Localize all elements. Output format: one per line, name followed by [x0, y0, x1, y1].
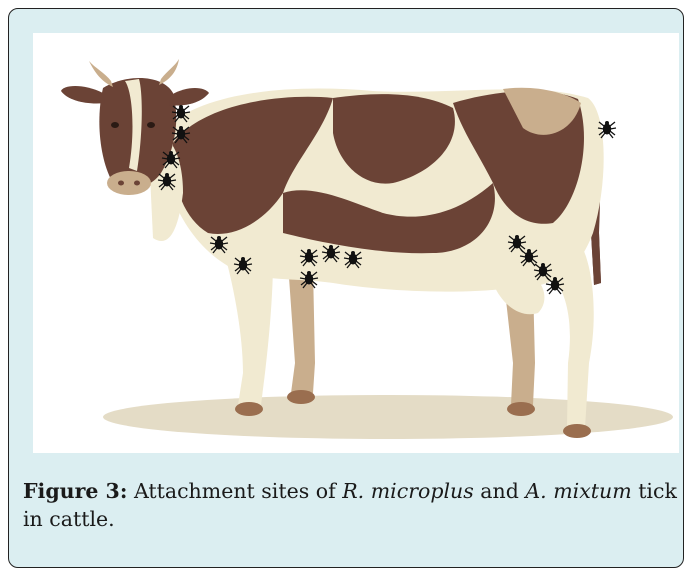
caption-text: Attachment sites of	[134, 479, 336, 503]
figure-label: Figure 3:	[23, 479, 127, 503]
cow-illustration	[33, 33, 679, 453]
cow-horn-right	[159, 59, 179, 85]
species-name: R. microplus	[342, 479, 474, 503]
cow-horn-left	[89, 61, 113, 87]
species-name: A. mixtum	[525, 479, 631, 503]
figure-image-panel	[33, 33, 679, 453]
cow-ear-right	[169, 88, 209, 106]
figure-caption: Figure 3: Attachment sites of R. micropl…	[23, 477, 683, 533]
cow-ear-left	[61, 86, 105, 104]
figure-box: Figure 3: Attachment sites of R. micropl…	[8, 8, 684, 568]
caption-text: and	[480, 479, 519, 503]
cow-udder	[493, 281, 544, 314]
